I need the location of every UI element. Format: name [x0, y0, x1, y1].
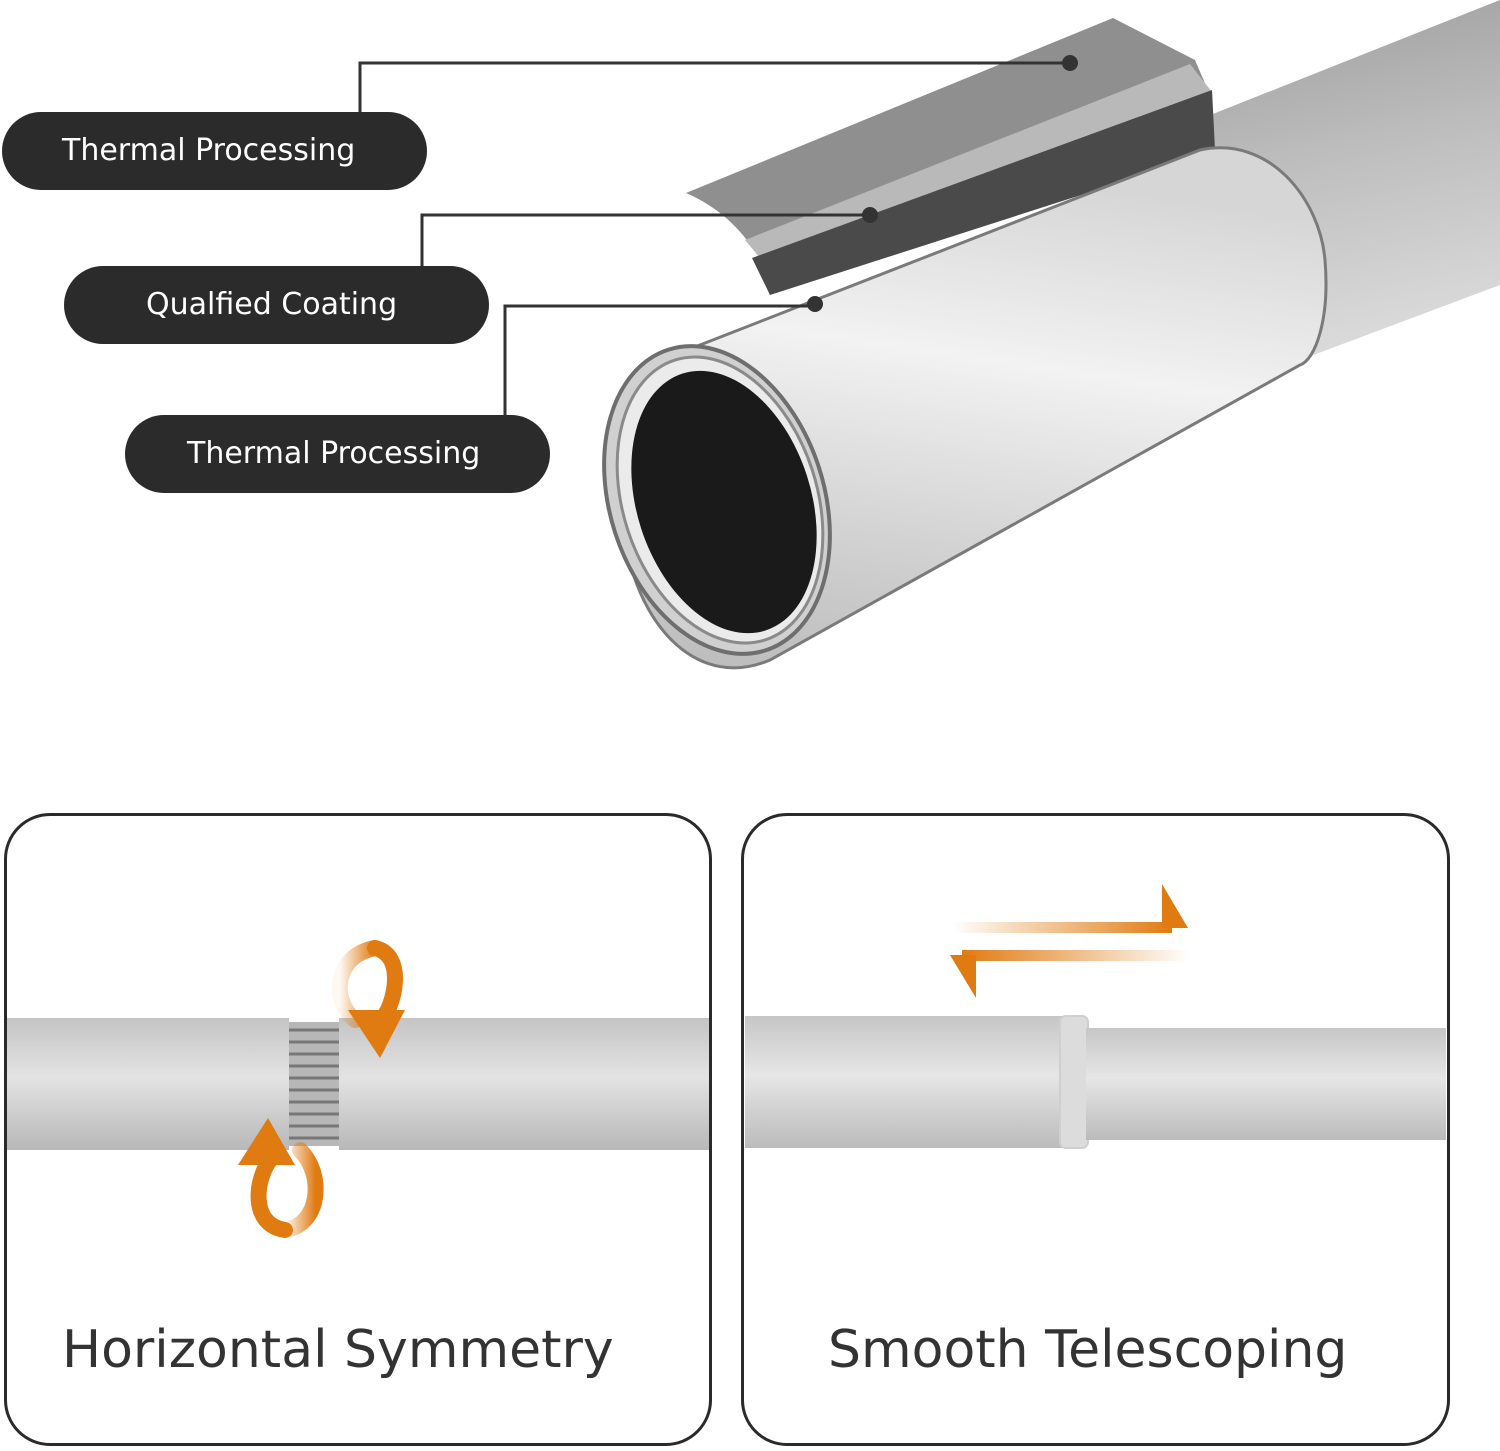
- tube-cross-section-illustration: [358, 0, 1500, 670]
- caption-horizontal-symmetry: Horizontal Symmetry: [62, 1320, 614, 1380]
- callout-qualified-coating: Qualfied Coating: [64, 266, 489, 344]
- leader-line-2: [420, 213, 870, 266]
- leader-line-1: [358, 61, 1070, 112]
- leader-dot-1: [1062, 55, 1078, 71]
- caption-smooth-telescoping: Smooth Telescoping: [828, 1320, 1348, 1380]
- callout-label: Thermal Processing: [187, 436, 481, 471]
- panel-smooth-telescoping: [741, 813, 1450, 1446]
- callout-label: Thermal Processing: [62, 133, 356, 168]
- leader-dot-2: [862, 207, 878, 223]
- outer-layer-strip: [686, 18, 1210, 258]
- callout-label: Qualfied Coating: [146, 287, 398, 322]
- leader-dot-3: [807, 296, 823, 312]
- panel-horizontal-symmetry: [4, 813, 712, 1446]
- dark-coating-band: [752, 90, 1215, 295]
- callout-thermal-processing-top: Thermal Processing: [2, 112, 427, 190]
- leader-line-3: [503, 304, 815, 415]
- tube-hollow: [631, 370, 817, 634]
- callout-thermal-processing-bottom: Thermal Processing: [125, 415, 550, 493]
